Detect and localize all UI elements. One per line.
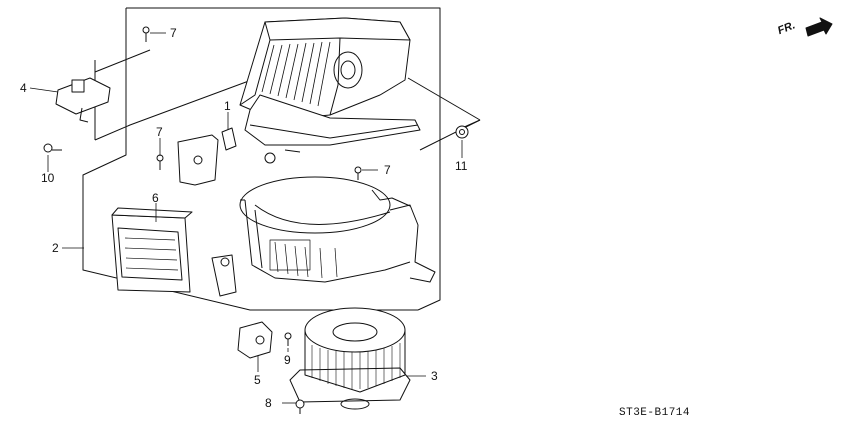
callout-2: 2 (52, 241, 59, 255)
upper-blower-housing (239, 17, 421, 164)
screws (43, 26, 469, 414)
blower-motor-part (289, 307, 411, 410)
callout-4: 4 (20, 81, 27, 95)
lower-blower-housing (239, 176, 436, 283)
callout-7-right: 7 (384, 163, 391, 177)
callout-10: 10 (41, 171, 55, 185)
actuator-part (237, 321, 273, 359)
callout-3: 3 (431, 369, 438, 383)
diagram-code: ST3E-B1714 (619, 407, 691, 419)
callout-11: 11 (455, 159, 468, 173)
callout-7-mid: 7 (156, 125, 163, 139)
assembly-frame-lines (82, 7, 481, 311)
callout-8: 8 (265, 396, 272, 410)
filter-door-lever (211, 254, 237, 297)
callout-9: 9 (284, 353, 291, 367)
callout-5: 5 (254, 373, 261, 387)
bracket (177, 127, 237, 186)
module-part (55, 77, 111, 123)
filter-part (111, 207, 193, 293)
front-direction-arrow-icon (805, 17, 833, 37)
leader-lines (29, 32, 463, 404)
callout-7-top: 7 (170, 26, 177, 40)
callout-6: 6 (152, 191, 159, 205)
callout-1: 1 (224, 99, 231, 113)
